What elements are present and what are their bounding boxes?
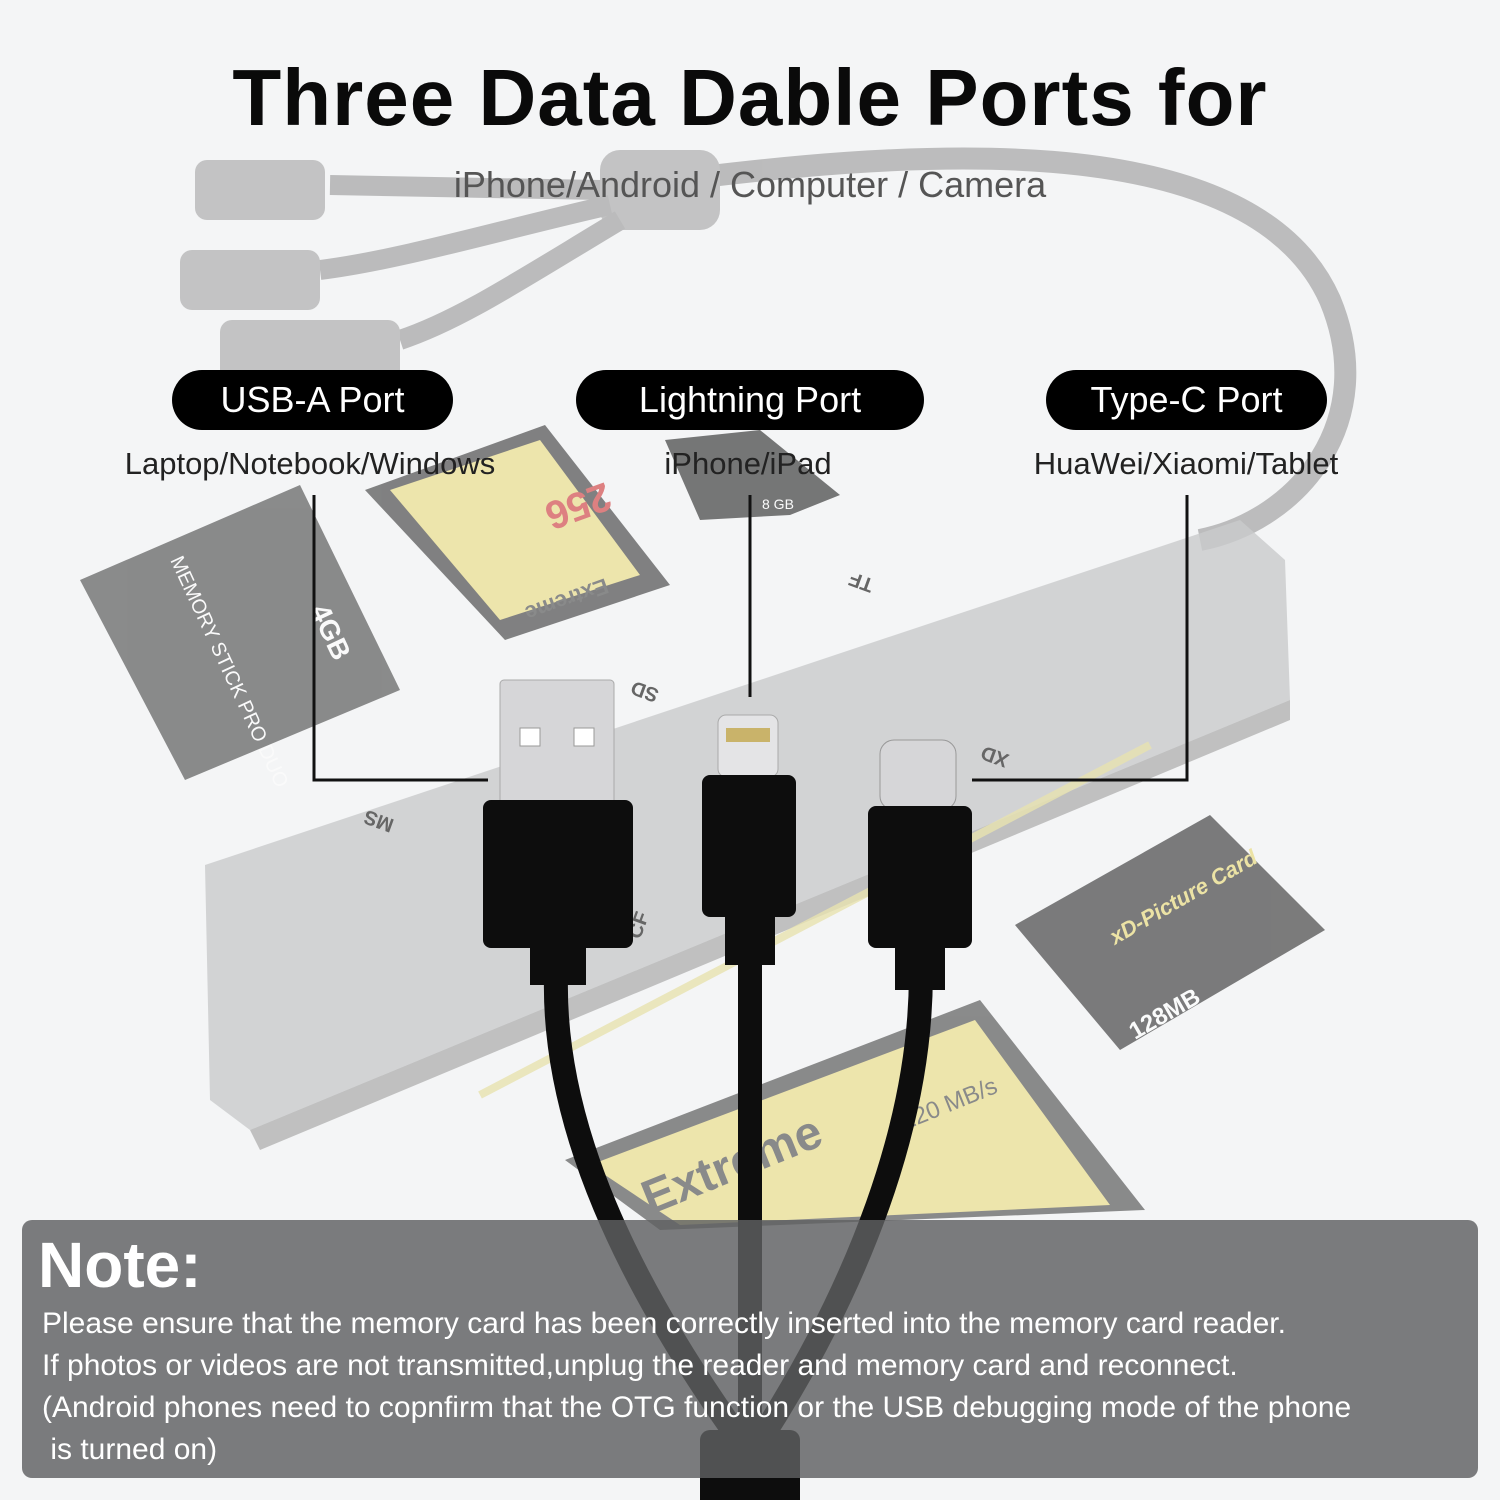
micro-sd-card: 8 GB xyxy=(665,430,840,520)
type-c-port-label: Type-C Port xyxy=(1046,370,1327,430)
page-title: Three Data Dable Ports for xyxy=(232,53,1268,142)
note-box: Note: Please ensure that the memory card… xyxy=(22,1220,1478,1478)
sd-card: 256 Extreme xyxy=(365,425,670,640)
leader-lines xyxy=(312,495,1189,782)
memory-stick-card: MEMORY STICK PRO DUO 4GB xyxy=(80,485,400,791)
note-line: Please ensure that the memory card has b… xyxy=(42,1307,1286,1340)
xd-card: xD-Picture Card 128MB xyxy=(1015,815,1325,1050)
note-heading: Note: xyxy=(38,1229,202,1301)
slot-label-sd: SD xyxy=(628,676,662,706)
page-subtitle: iPhone/Android / Computer / Camera xyxy=(453,164,1047,205)
type-c-devices: HuaWei/Xiaomi/Tablet xyxy=(1033,446,1339,481)
slot-label-tf: TF xyxy=(846,567,876,596)
lightning-plug xyxy=(702,714,796,965)
note-line: is turned on) xyxy=(42,1433,218,1466)
usb-a-devices: Laptop/Notebook/Windows xyxy=(124,446,496,481)
usb-a-plug xyxy=(483,679,633,985)
type-c-plug xyxy=(868,739,972,990)
cf-slot xyxy=(478,741,1152,1099)
lightning-port-label: Lightning Port xyxy=(576,370,924,430)
compact-flash-card: Extreme 120 MB/s xyxy=(565,1000,1145,1230)
lightning-devices: iPhone/iPad xyxy=(664,446,832,481)
micro-sd-capacity: 8 GB xyxy=(762,496,794,512)
usb-a-port-label: USB-A Port xyxy=(172,370,453,430)
note-line: If photos or videos are not transmitted,… xyxy=(42,1349,1238,1382)
note-line: (Android phones need to copnfirm that th… xyxy=(42,1391,1352,1424)
